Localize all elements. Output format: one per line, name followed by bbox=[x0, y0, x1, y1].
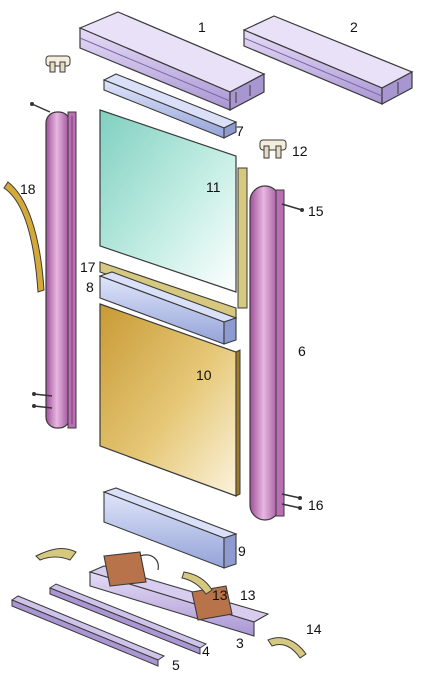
glass-top-profile bbox=[102, 73, 238, 139]
brush-seal-strip bbox=[3, 181, 45, 293]
label-13b: 13 bbox=[240, 587, 256, 603]
label-7: 7 bbox=[236, 123, 244, 139]
label-4: 4 bbox=[202, 643, 210, 659]
base-strip bbox=[10, 595, 166, 667]
label-9: 9 bbox=[238, 543, 246, 559]
left-stile bbox=[45, 111, 77, 429]
label-13a: 13 bbox=[212, 587, 228, 603]
label-14: 14 bbox=[306, 621, 322, 637]
screw-left-top bbox=[30, 102, 51, 113]
end-clip-right bbox=[267, 637, 307, 659]
label-1: 1 bbox=[198, 19, 206, 35]
screw-right-top bbox=[281, 203, 304, 212]
corner-clip-right bbox=[259, 139, 287, 159]
roller-bracket-left bbox=[103, 551, 159, 587]
corner-clip-top-left bbox=[45, 55, 71, 73]
decor-panel bbox=[99, 303, 241, 497]
bottom-profile bbox=[102, 487, 238, 569]
middle-profile bbox=[98, 271, 238, 345]
vertical-trim bbox=[237, 167, 248, 309]
top-track bbox=[78, 11, 266, 111]
label-17: 17 bbox=[80, 259, 96, 275]
label-12: 12 bbox=[292, 143, 308, 159]
bottom-track bbox=[48, 583, 208, 655]
label-8: 8 bbox=[86, 279, 94, 295]
screw-left-bottom-1 bbox=[32, 392, 53, 397]
label-16: 16 bbox=[308, 497, 324, 513]
label-18: 18 bbox=[20, 181, 36, 197]
roller-bracket-right bbox=[191, 585, 233, 621]
label-2: 2 bbox=[350, 19, 358, 35]
label-6: 6 bbox=[298, 343, 306, 359]
label-15: 15 bbox=[308, 203, 324, 219]
label-11: 11 bbox=[206, 179, 221, 195]
end-clip-mid bbox=[181, 571, 213, 595]
second-top-track bbox=[242, 15, 414, 105]
right-stile bbox=[249, 185, 285, 521]
screw-right-bottom bbox=[281, 493, 302, 510]
label-5: 5 bbox=[172, 657, 180, 673]
glass-panel bbox=[99, 109, 237, 293]
screw-left-bottom-2 bbox=[32, 404, 53, 409]
end-clip-left bbox=[35, 548, 77, 561]
label-3: 3 bbox=[236, 635, 244, 651]
label-10: 10 bbox=[196, 367, 212, 383]
